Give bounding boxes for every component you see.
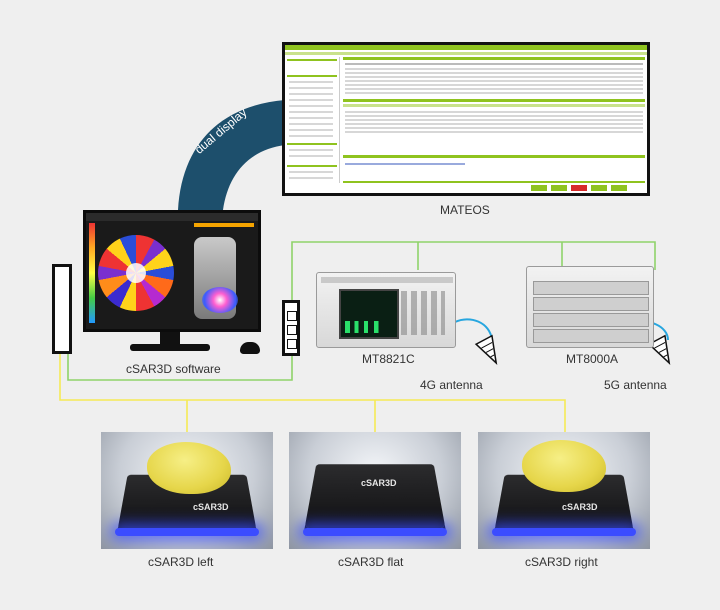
monitor-stand — [160, 332, 180, 346]
dual-display-arc — [178, 100, 285, 210]
phantom-right-brand: cSAR3D — [562, 502, 598, 512]
pc-tower-icon — [52, 264, 72, 354]
monitor-screen — [83, 210, 261, 332]
antenna-4g-icon — [474, 334, 498, 365]
mt8821c-instrument — [316, 272, 456, 348]
mateos-window — [282, 42, 650, 196]
green-cables — [67, 241, 656, 381]
interface-box-icon — [282, 300, 300, 356]
antenna-5g-icon — [647, 334, 671, 365]
phantom-flat-label: cSAR3D flat — [338, 555, 404, 569]
antenna-5g-label: 5G antenna — [604, 378, 667, 392]
yellow-cables — [59, 353, 566, 432]
mateos-label: MATEOS — [440, 203, 490, 217]
monitor-base — [130, 344, 210, 351]
phantom-left-brand: cSAR3D — [193, 502, 229, 512]
mouse-icon — [240, 342, 260, 354]
mt8000a-instrument — [526, 266, 654, 348]
phantom-right-label: cSAR3D right — [525, 555, 598, 569]
mt8821c-label: MT8821C — [362, 352, 415, 366]
software-label: cSAR3D software — [126, 362, 221, 376]
mt8000a-label: MT8000A — [566, 352, 619, 366]
antenna-4g-label: 4G antenna — [420, 378, 483, 392]
phantom-left-photo: cSAR3D — [101, 432, 273, 549]
phantom-left-label: cSAR3D left — [148, 555, 214, 569]
phantom-flat-brand: cSAR3D — [361, 478, 397, 488]
phantom-flat-photo: cSAR3D — [289, 432, 461, 549]
phantom-right-photo: cSAR3D — [478, 432, 650, 549]
